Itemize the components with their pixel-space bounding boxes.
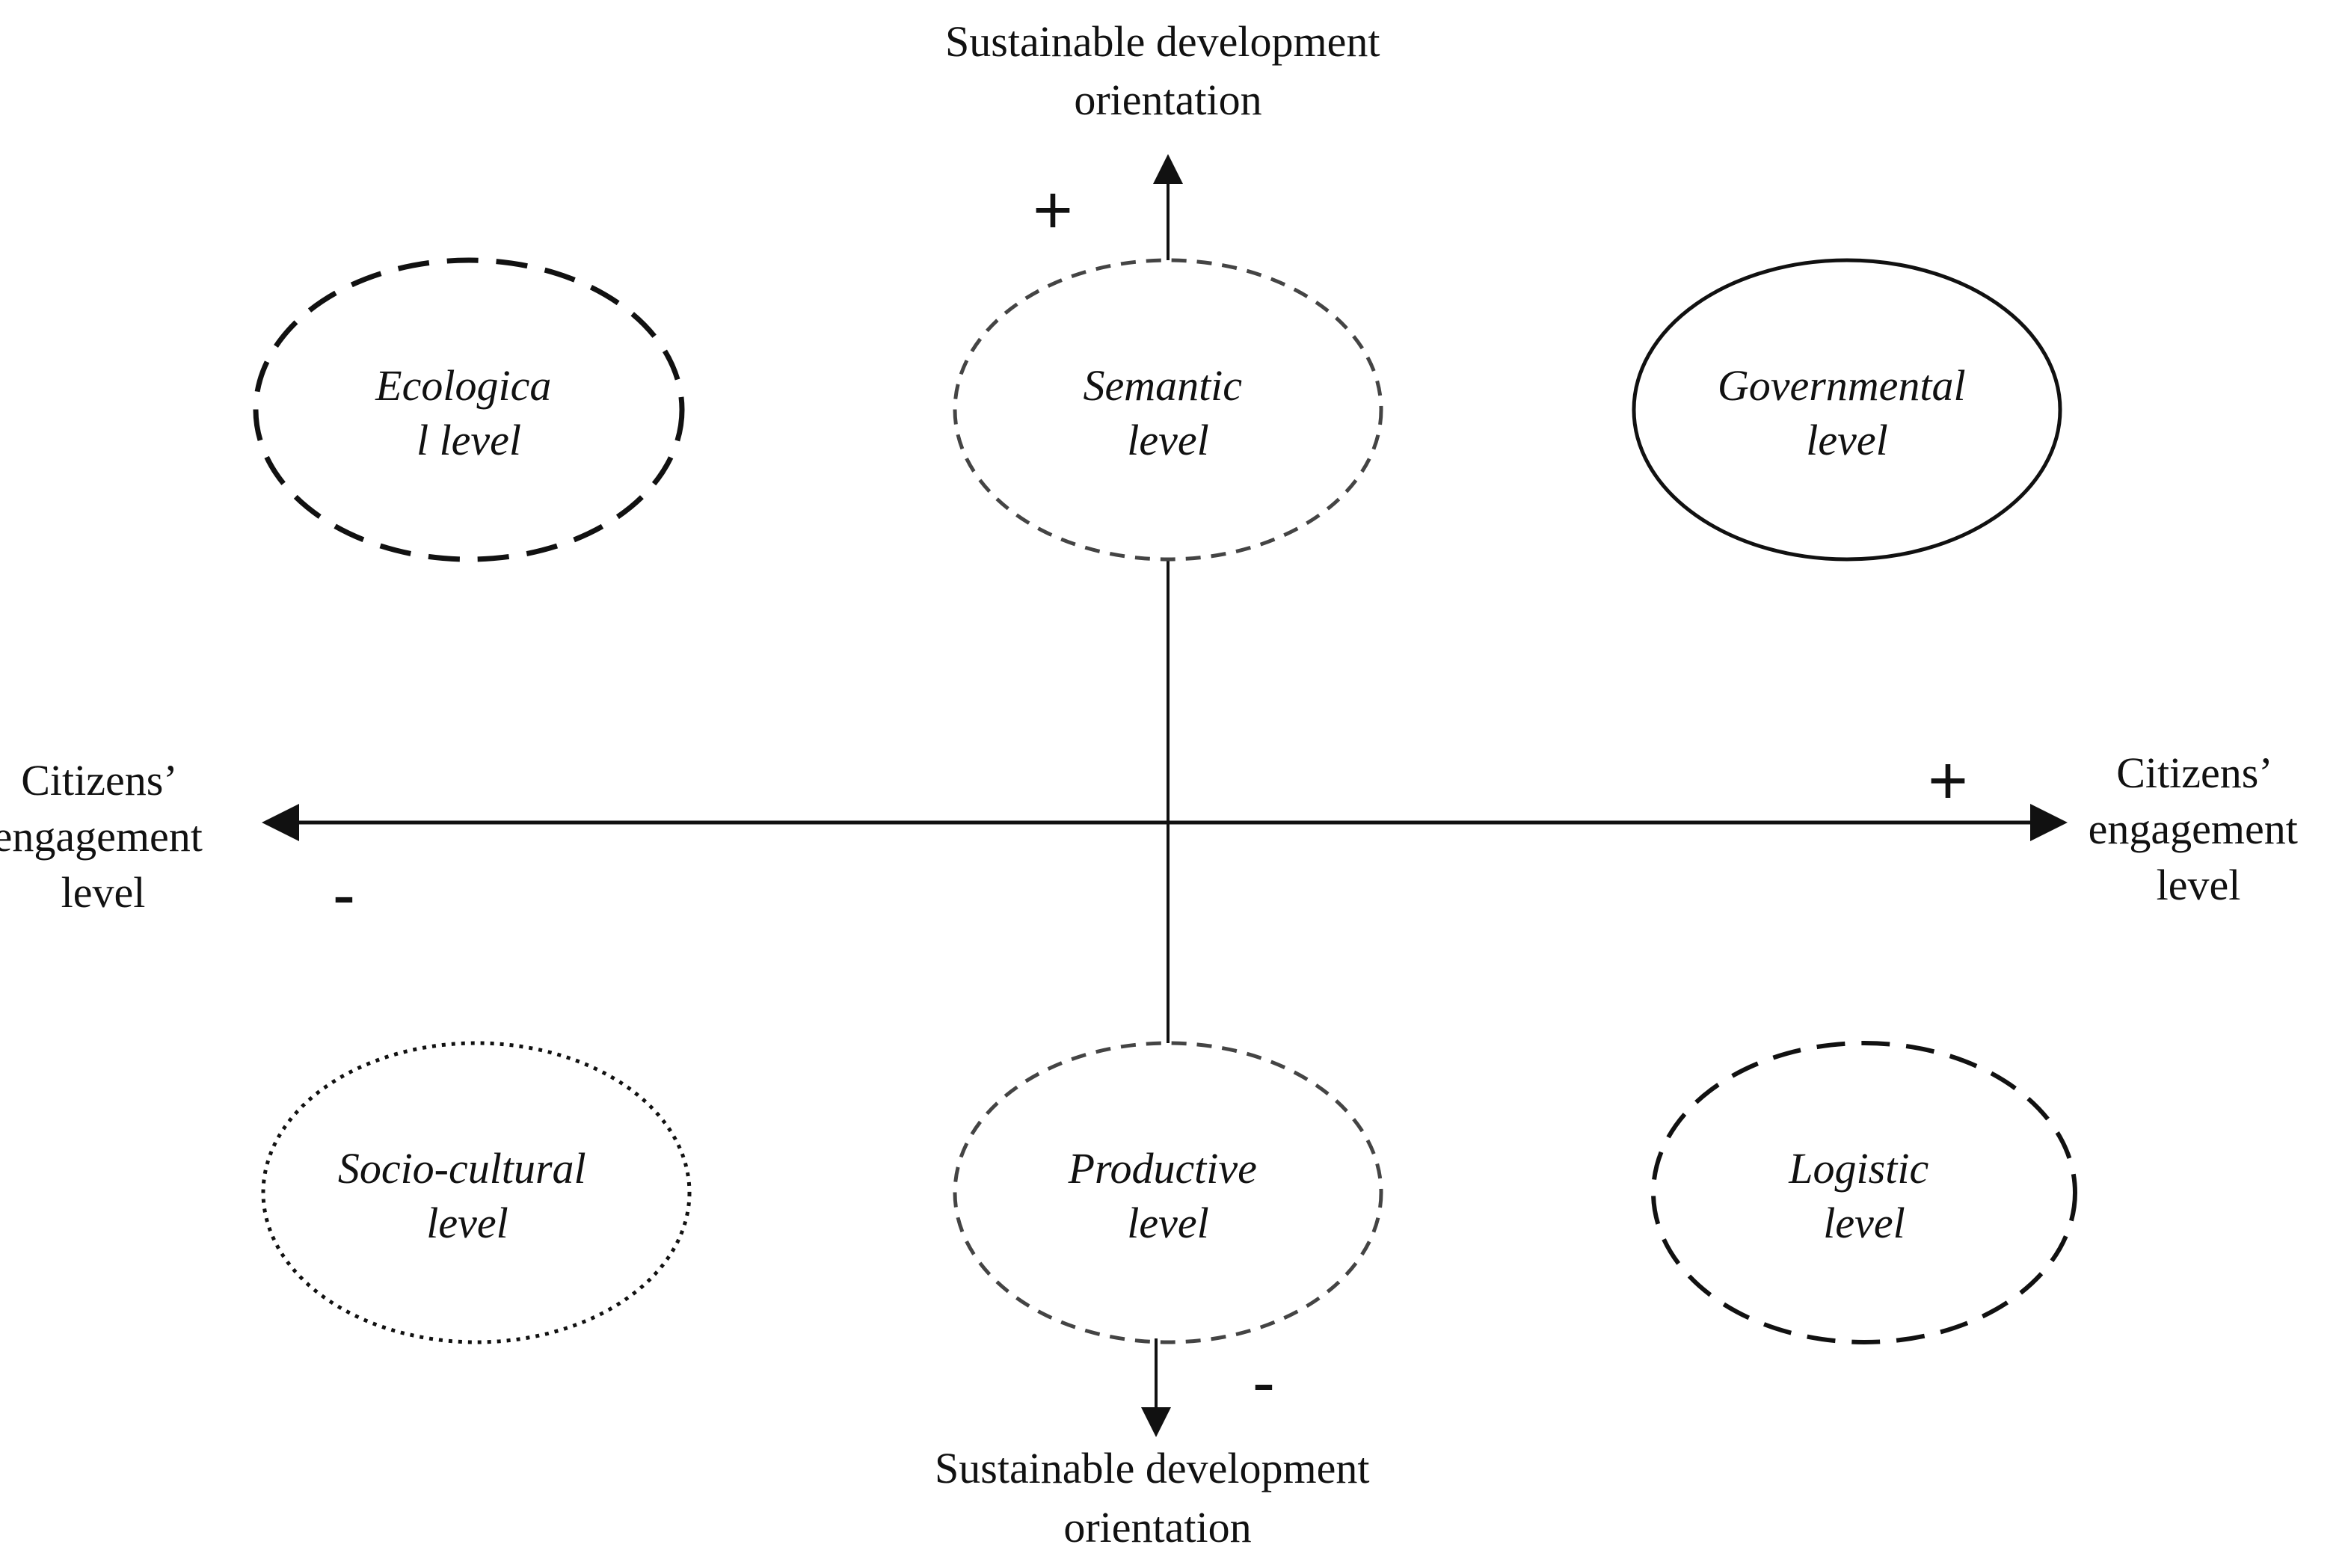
governmental-level-label-line-2: level <box>1806 416 1887 464</box>
governmental-level-label-line-1: Governmental <box>1718 361 1966 410</box>
top-axis-label-line-2: orientation <box>1074 76 1261 124</box>
right-axis-label-line-3: level <box>2157 861 2241 909</box>
top-plus-sign: + <box>1033 172 1073 248</box>
socio-cultural-level-label: Socio-cultural level <box>338 1144 597 1247</box>
top-axis-label-line-1: Sustainable development <box>945 17 1380 66</box>
ecological-level-label-line-2: l level <box>417 416 521 464</box>
bottom-axis-label: Sustainable development orientation <box>935 1444 1380 1552</box>
semantic-level-label: Semantic level <box>1083 361 1253 464</box>
ecological-level-label-line-1: Ecologica <box>375 361 551 410</box>
socio-cultural-level-label-line-1: Socio-cultural <box>338 1144 586 1193</box>
productive-level-label-line-1: Productive <box>1068 1144 1257 1193</box>
productive-level-ellipse <box>953 1041 1383 1344</box>
left-axis-label: Citizens’ engagement level <box>0 756 213 917</box>
bottom-axis-label-line-2: orientation <box>1063 1503 1251 1552</box>
socio-cultural-level-ellipse <box>261 1041 692 1344</box>
right-axis-label: Citizens’ engagement level <box>2089 748 2309 909</box>
logistic-level-label: Logistic level <box>1788 1144 1939 1247</box>
socio-cultural-level-label-line-2: level <box>426 1199 508 1247</box>
left-axis-label-line-2: engagement <box>0 812 203 861</box>
bottom-minus-sign: - <box>1253 1344 1276 1421</box>
logistic-level-label-line-2: level <box>1823 1199 1905 1247</box>
top-axis-label: Sustainable development orientation <box>945 17 1391 124</box>
logistic-level-label-line-1: Logistic <box>1788 1144 1929 1193</box>
left-minus-sign: - <box>333 857 356 933</box>
semantic-level-label-line-1: Semantic <box>1083 361 1242 410</box>
right-axis-label-line-2: engagement <box>2089 805 2298 853</box>
ecological-level-label: Ecologica l level <box>375 361 562 464</box>
right-axis-label-line-1: Citizens’ <box>2116 748 2269 797</box>
right-plus-sign: + <box>1928 743 1968 819</box>
governmental-level-label: Governmental level <box>1718 361 1976 464</box>
semantic-level-ellipse <box>953 258 1383 562</box>
governmental-level-ellipse <box>1632 258 2062 562</box>
left-axis-label-line-1: Citizens’ <box>21 756 174 805</box>
productive-level-label-line-2: level <box>1127 1199 1208 1247</box>
ecological-level-ellipse <box>253 257 685 562</box>
productive-level-label: Productive level <box>1068 1144 1268 1247</box>
semantic-level-label-line-2: level <box>1127 416 1208 464</box>
logistic-level-ellipse <box>1651 1041 2077 1344</box>
left-axis-label-line-3: level <box>61 868 146 917</box>
bottom-axis-label-line-1: Sustainable development <box>935 1444 1369 1492</box>
